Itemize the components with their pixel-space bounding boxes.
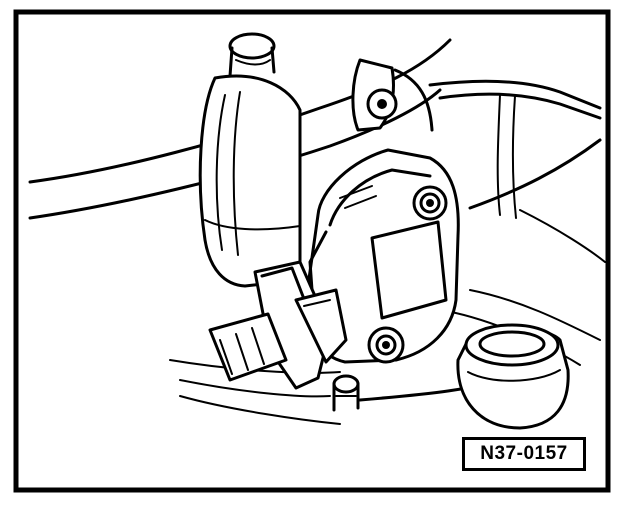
filler-cap <box>456 323 570 430</box>
cylinder-housing <box>198 32 302 288</box>
connector-plug <box>208 260 348 390</box>
illustration-frame <box>13 9 611 493</box>
lower-stud <box>332 374 360 412</box>
figure-reference-label: N37-0157 <box>462 437 586 471</box>
upper-bracket <box>351 58 434 132</box>
